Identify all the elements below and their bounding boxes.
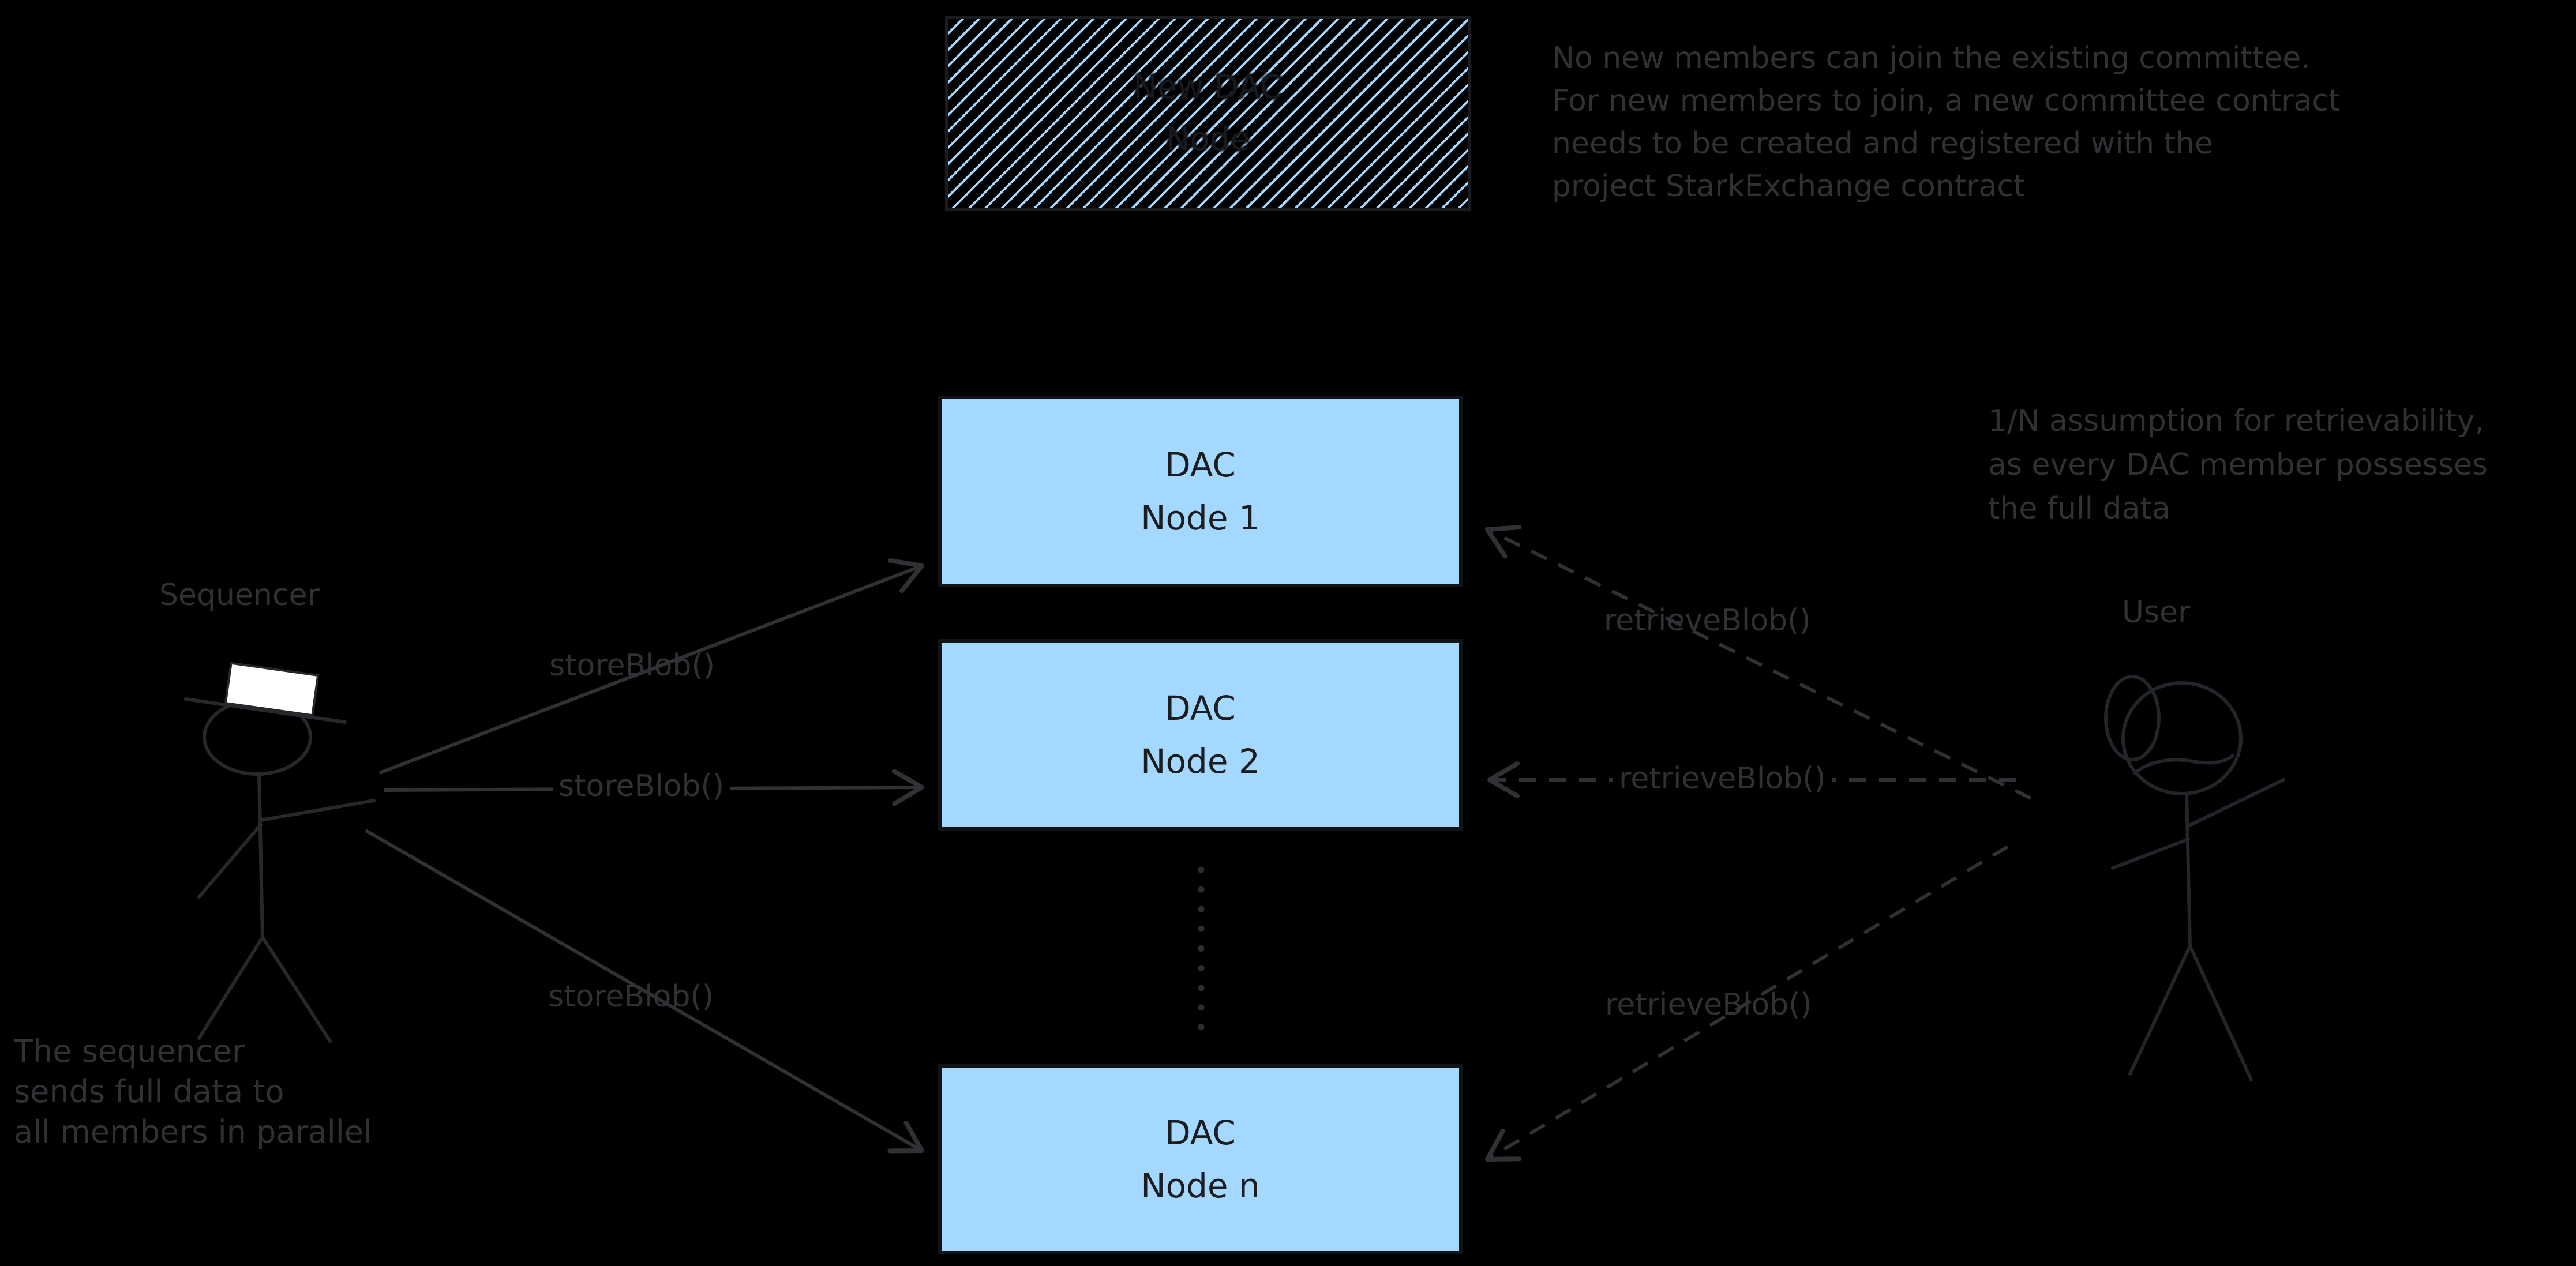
store-blob-label-2: storeBlob() [553, 769, 730, 803]
dac-node-n-subtitle: Node n [1141, 1166, 1260, 1205]
retrieve-blob-label-3: retrieveBlob() [1605, 987, 1812, 1022]
annotation-line: the full data [1988, 491, 2170, 526]
retrieve-blob-label-2: retrieveBlob() [1613, 761, 1832, 796]
user-label: User [2122, 595, 2191, 630]
sequencer-figure-icon [184, 662, 376, 1043]
dac-node-2-box: DAC Node 2 [938, 639, 1463, 831]
dac-node-n-box: DAC Node n [938, 1064, 1463, 1254]
annotation-line: project StarkExchange contract [1552, 169, 2026, 204]
new-dac-node-label-line1: New DAC [1133, 68, 1283, 106]
retrieve-blob-label-1: retrieveBlob() [1604, 603, 1811, 638]
dac-node-1-subtitle: Node 1 [1141, 498, 1260, 538]
annotation-line: 1/N assumption for retrievability, [1988, 404, 2484, 438]
new-dac-node-label-line2: Node [1165, 120, 1250, 158]
annotation-line: as every DAC member possesses [1988, 448, 2488, 482]
annotation-line: needs to be created and registered with … [1552, 126, 2213, 161]
dac-node-1-box: DAC Node 1 [938, 396, 1463, 587]
sequencer-hat [224, 662, 320, 717]
dac-node-2-title: DAC [1165, 689, 1236, 728]
annotation-line: all members in parallel [14, 1114, 372, 1150]
annotation-line: For new members to join, a new committee… [1552, 84, 2341, 118]
new-dac-node-box: New DAC Node [945, 16, 1471, 211]
annotation-line: The sequencer [14, 1033, 245, 1069]
store-blob-label-3: storeBlob() [548, 979, 714, 1014]
annotation-line: No new members can join the existing com… [1552, 41, 2311, 76]
annotation-committee-contract: No new members can join the existing com… [1552, 37, 2340, 208]
annotation-sequencer-parallel: The sequencer sends full data to all mem… [14, 1031, 372, 1152]
sequencer-label: Sequencer [159, 578, 320, 613]
annotation-line: sends full data to [14, 1073, 284, 1110]
dac-node-1-title: DAC [1165, 445, 1236, 484]
annotation-one-over-n: 1/N assumption for retrievability, as ev… [1988, 399, 2488, 531]
store-blob-label-1: storeBlob() [549, 648, 715, 683]
user-figure-icon [2104, 675, 2285, 1081]
dac-node-n-title: DAC [1165, 1113, 1236, 1152]
dac-node-2-subtitle: Node 2 [1141, 742, 1260, 781]
retrieve-blob-arrows [1485, 525, 2032, 1162]
